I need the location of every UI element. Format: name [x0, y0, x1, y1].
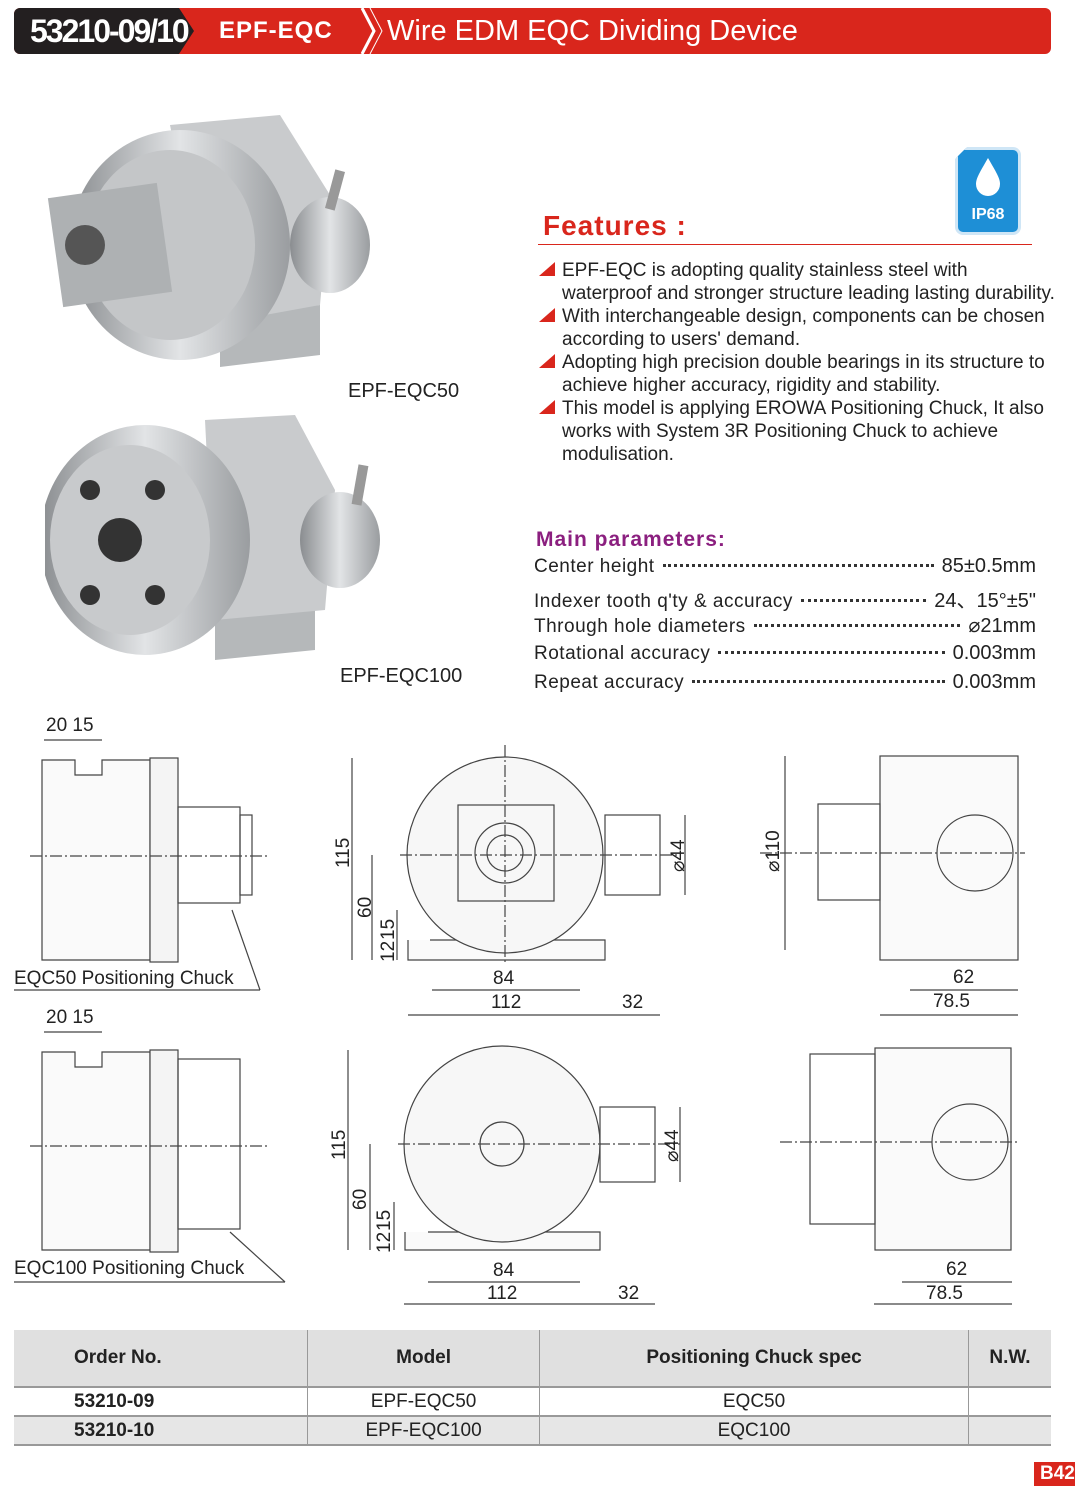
rear-view-eqc50 — [760, 755, 1025, 1016]
table-row: 53210-10 EPF-EQC100 EQC100 — [14, 1415, 1051, 1446]
cell-nw — [968, 1386, 1051, 1416]
dim-label: 32 — [618, 1283, 640, 1304]
dim-label: 115 — [329, 1129, 350, 1160]
drawing-caption: EQC100 Positioning Chuck — [14, 1258, 245, 1279]
page-title: Wire EDM EQC Dividing Device — [387, 15, 798, 47]
dim-label: 78.5 — [933, 991, 970, 1012]
parameter-row: Indexer tooth q'ty & accuracy 24、15°±5" — [534, 584, 1036, 613]
parameters-title: Main parameters: — [536, 528, 726, 551]
drawing-caption: EQC50 Positioning Chuck — [14, 968, 234, 989]
series-name: EPF-EQC — [219, 17, 333, 44]
dim-label: 62 — [953, 967, 975, 988]
front-view-eqc50 — [351, 745, 686, 1016]
param-value: ⌀21mm — [968, 615, 1036, 637]
dim-label: 112 — [491, 992, 522, 1013]
table-row: 53210-09 EPF-EQC50 EQC50 — [14, 1386, 1051, 1416]
header-order-no: Order No. — [14, 1330, 309, 1387]
product-image-eqc50 — [47, 115, 370, 367]
dim-label: 60 — [350, 1188, 371, 1210]
product-code: 53210-09/10 — [14, 8, 194, 54]
parameter-row: Repeat accuracy 0.003mm — [534, 671, 1036, 700]
divider — [538, 244, 1032, 245]
param-label: Indexer tooth q'ty & accuracy — [534, 591, 793, 612]
cell-nw — [968, 1415, 1051, 1446]
dim-label: 84 — [493, 1260, 515, 1281]
technical-drawings — [14, 739, 1025, 1305]
dim-label: ⌀44 — [668, 839, 689, 872]
param-label: Through hole diameters — [534, 616, 746, 637]
ip68-badge: IP68 — [955, 147, 1021, 235]
dim-label: 84 — [493, 968, 515, 989]
param-value: 24、15°±5" — [934, 590, 1036, 612]
dim-label: 115 — [333, 837, 354, 868]
dim-label: 60 — [355, 896, 376, 918]
dim-label: 12 — [378, 940, 399, 962]
dim-label: ⌀44 — [662, 1129, 683, 1162]
dim-label: 78.5 — [926, 1283, 963, 1304]
cell-chuck-spec: EQC50 — [539, 1386, 969, 1416]
param-value: 0.003mm — [952, 642, 1036, 664]
header-model: Model — [307, 1330, 541, 1387]
cell-chuck-spec: EQC100 — [539, 1415, 969, 1446]
dim-label: 32 — [622, 992, 644, 1013]
page-header: 53210-09/10 EPF-EQC Wire EDM EQC Dividin… — [14, 8, 1051, 54]
dim-label: 15 — [378, 918, 399, 940]
feature-item: EPF-EQC is adopting quality stainless st… — [538, 259, 1058, 305]
feature-item: With interchangeable design, components … — [538, 305, 1058, 351]
cell-order-no: 53210-10 — [14, 1415, 309, 1446]
parameter-row: Through hole diameters ⌀21mm — [534, 613, 1036, 642]
parameter-row: Rotational accuracy 0.003mm — [534, 642, 1036, 671]
dim-label: 12 — [374, 1231, 395, 1253]
side-view-eqc50 — [14, 739, 270, 991]
feature-item: This model is applying EROWA Positioning… — [538, 397, 1058, 466]
product-label-eqc100: EPF-EQC100 — [340, 665, 463, 687]
dim-label: 112 — [487, 1283, 518, 1304]
dim-label: 15 — [374, 1209, 395, 1231]
page-number: B42 — [1034, 1462, 1075, 1486]
dim-label: ⌀110 — [763, 830, 784, 872]
chevron-divider-icon — [360, 8, 383, 54]
param-label: Rotational accuracy — [534, 643, 711, 664]
header-nw: N.W. — [968, 1330, 1051, 1387]
dim-label: 20 15 — [46, 1007, 94, 1028]
features-title: Features : — [543, 210, 687, 241]
dim-label: 62 — [946, 1259, 968, 1280]
cell-model: EPF-EQC100 — [307, 1415, 541, 1446]
product-label-eqc50: EPF-EQC50 — [348, 380, 460, 402]
header-chuck-spec: Positioning Chuck spec — [539, 1330, 969, 1387]
feature-item: Adopting high precision double bearings … — [538, 351, 1058, 397]
dim-label: 20 15 — [46, 715, 94, 736]
cell-model: EPF-EQC50 — [307, 1386, 541, 1416]
ip68-label: IP68 — [971, 206, 1005, 223]
param-label: Repeat accuracy — [534, 672, 685, 693]
product-image-eqc100 — [45, 415, 380, 660]
cell-order-no: 53210-09 — [14, 1386, 309, 1416]
param-value: 0.003mm — [952, 671, 1036, 693]
order-table: Order No. Model Positioning Chuck spec N… — [14, 1330, 1051, 1446]
features-list: EPF-EQC is adopting quality stainless st… — [538, 259, 1058, 466]
param-value: 85±0.5mm — [941, 555, 1036, 577]
table-header: Order No. Model Positioning Chuck spec N… — [14, 1330, 1051, 1387]
param-label: Center height — [534, 556, 655, 577]
parameter-row: Center height 85±0.5mm — [534, 555, 1036, 584]
water-drop-icon — [976, 158, 1000, 196]
